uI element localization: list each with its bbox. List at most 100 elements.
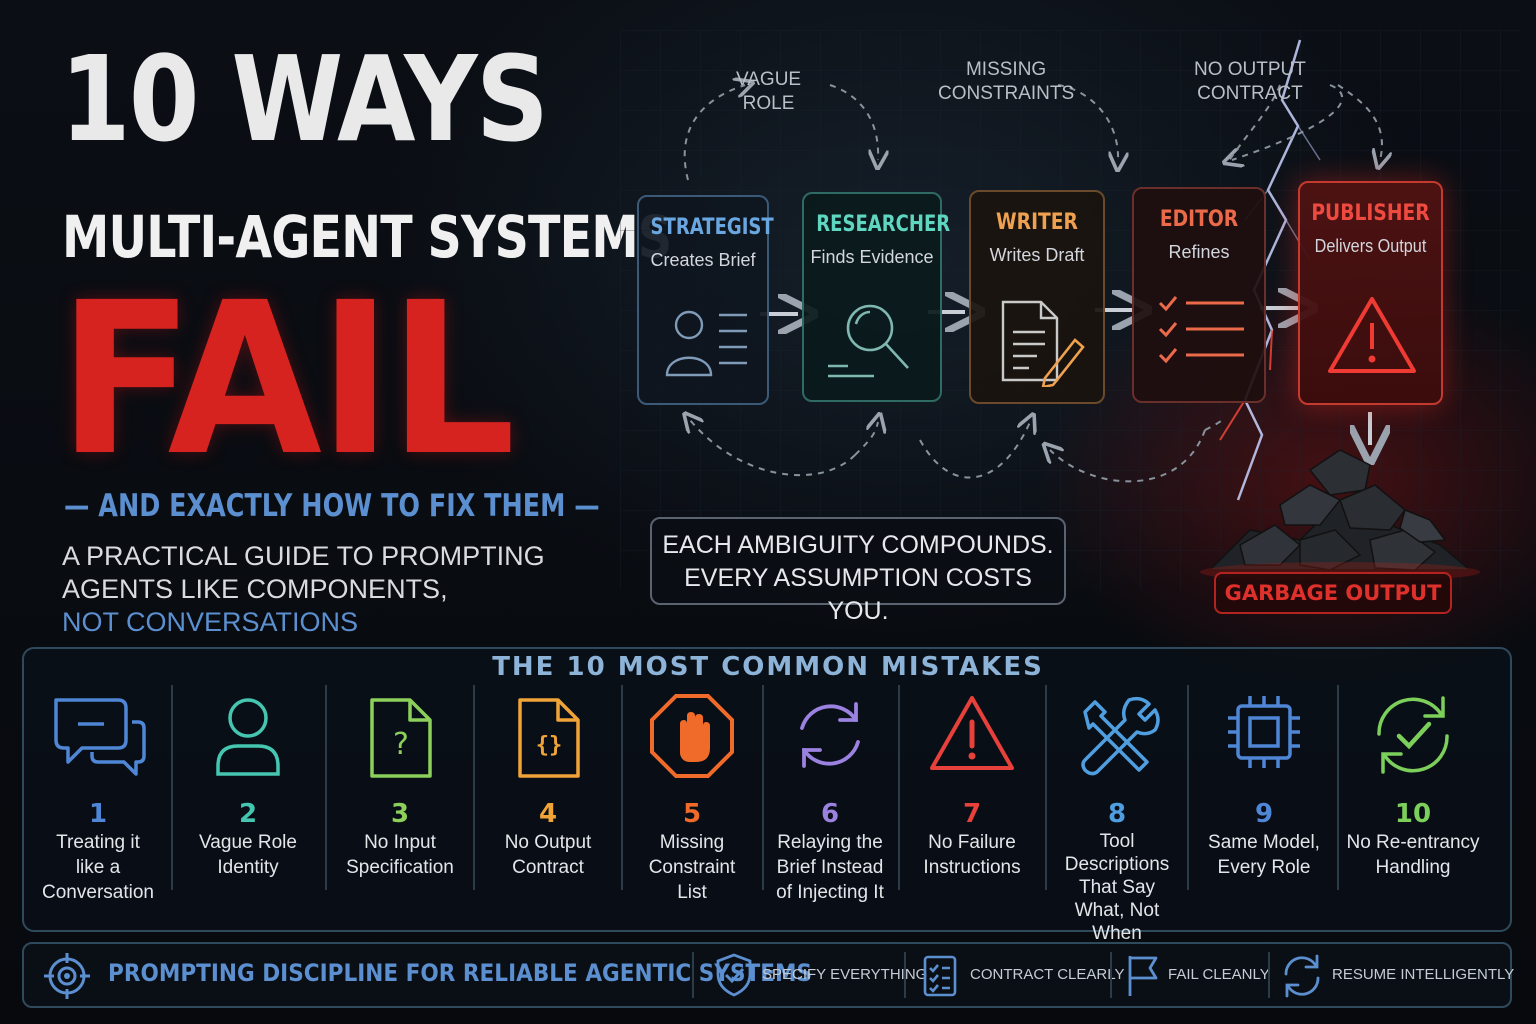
- subtitle: — AND EXACTLY HOW TO FIX THEM —: [64, 488, 600, 524]
- mistake-item-5: 5 Missing Constraint List: [624, 690, 760, 905]
- label-line: Every Role: [1217, 857, 1311, 878]
- warning-icon: [930, 696, 1014, 770]
- mistake-label: Treating it like a Conversation: [28, 830, 168, 905]
- label-line: Same Model,: [1208, 832, 1320, 853]
- mistakes-panel: [22, 647, 1512, 932]
- agent-title: RESEARCHER: [816, 212, 951, 237]
- label-no-output-contract: NO OUTPUT CONTRACT: [1194, 58, 1306, 106]
- clipboard-list-icon: [923, 955, 957, 997]
- label-line: Contract: [512, 857, 584, 878]
- mistake-label: No Output Contract: [478, 830, 618, 880]
- divider: [898, 685, 900, 890]
- agent-card-writer: WRITER Writes Draft: [969, 190, 1105, 404]
- divider: [1187, 685, 1189, 890]
- mistake-label: No Re-entrancy Handling: [1340, 830, 1486, 880]
- mistake-item-9: 9 Same Model, Every Role: [1192, 690, 1336, 880]
- mistake-item-10: 10 No Re-entrancy Handling: [1340, 690, 1486, 880]
- divider: [171, 685, 173, 890]
- mistake-number: 1: [88, 799, 108, 829]
- divider: [473, 685, 475, 890]
- label-line: CONSTRAINTS: [938, 83, 1075, 104]
- code-file-icon: {}: [518, 698, 580, 778]
- label-line: When: [1092, 923, 1142, 944]
- label-line: Instructions: [923, 857, 1021, 878]
- label-missing-constraints: MISSING CONSTRAINTS: [938, 58, 1074, 106]
- person-card-icon: [665, 310, 747, 377]
- mistake-item-2: 2 Vague Role Identity: [178, 690, 318, 880]
- label-line: Descriptions: [1064, 854, 1170, 875]
- footer-item-contract: CONTRACT CLEARLY: [970, 966, 1125, 983]
- warning-triangle-icon: [1328, 297, 1416, 373]
- agent-title: STRATEGIST: [650, 215, 774, 240]
- pipeline-connectors: [620, 50, 1420, 483]
- label-line: Relaying the: [777, 832, 883, 853]
- garbage-output-badge: GARBAGE OUTPUT: [1214, 572, 1452, 614]
- mistake-label: No Input Specification: [330, 830, 470, 880]
- magnifier-icon: [828, 304, 909, 378]
- ambiguity-callout: EACH AMBIGUITY COMPOUNDS. EVERY ASSUMPTI…: [650, 517, 1066, 625]
- checklist-icon: [1158, 296, 1244, 364]
- mistake-item-7: 7 No Failure Instructions: [902, 690, 1042, 880]
- guide-line-1: A PRACTICAL GUIDE TO PROMPTING: [62, 541, 545, 571]
- footer-item-resume: RESUME INTELLIGENTLY: [1332, 966, 1515, 983]
- agent-subtitle: Refines: [1168, 242, 1230, 262]
- mistake-item-3: ? 3 No Input Specification: [330, 690, 470, 880]
- shield-check-icon: [716, 953, 752, 997]
- mistake-number: 8: [1107, 799, 1127, 829]
- label-line: Handling: [1375, 857, 1451, 878]
- divider: [904, 952, 906, 998]
- agent-title: PUBLISHER: [1311, 201, 1430, 226]
- mistake-number: 3: [390, 799, 410, 829]
- label-line: Identity: [217, 857, 279, 878]
- footer-bar: [22, 942, 1512, 1008]
- label-line: No Output: [504, 832, 592, 853]
- label-line: No Re-entrancy: [1346, 832, 1480, 853]
- label-line: VAGUE: [736, 69, 802, 90]
- label-vague-role: VAGUE ROLE: [736, 68, 801, 116]
- agent-title: EDITOR: [1159, 207, 1239, 232]
- mistake-number: 9: [1254, 799, 1274, 829]
- agent-card-researcher: RESEARCHER Finds Evidence: [802, 192, 951, 402]
- mistake-item-4: {} 4 No Output Contract: [478, 690, 618, 880]
- label-line: Conversation: [42, 882, 154, 903]
- document-pencil-icon: [1001, 300, 1085, 387]
- label-line: ROLE: [742, 93, 795, 114]
- label-line: of Injecting It: [776, 882, 884, 903]
- guide-line-3: NOT CONVERSATIONS: [62, 607, 359, 637]
- label-line: Constraint: [648, 857, 736, 878]
- mistakes-heading: THE 10 MOST COMMON MISTAKES: [492, 652, 1044, 682]
- mistake-number: 5: [682, 799, 702, 829]
- agent-card-strategist: STRATEGIST Creates Brief: [637, 195, 774, 405]
- label-line: Treating it: [56, 832, 140, 853]
- label-line: That Say: [1078, 877, 1156, 898]
- label-line: What, Not: [1074, 900, 1160, 921]
- sync-icon: [1284, 954, 1320, 998]
- label-line: like a: [75, 857, 121, 878]
- mistake-label: Missing Constraint List: [624, 830, 760, 905]
- guide-line-2: AGENTS LIKE COMPONENTS,: [62, 574, 448, 604]
- callout-line-1: EACH AMBIGUITY COMPOUNDS.: [662, 531, 1054, 559]
- label-line: MISSING: [965, 59, 1047, 80]
- divider: [1110, 952, 1112, 998]
- mistake-label: Vague Role Identity: [178, 830, 318, 880]
- divider: [762, 685, 764, 890]
- divider: [325, 685, 327, 890]
- mistake-number: 4: [538, 799, 558, 829]
- mistake-item-6: 6 Relaying the Brief Instead of Injectin…: [762, 690, 898, 905]
- mistake-item-8: 8 Tool Descriptions That Say What, Not W…: [1048, 690, 1186, 945]
- agent-subtitle: Creates Brief: [650, 250, 756, 270]
- label-line: CONTRACT: [1197, 83, 1303, 104]
- label-line: NO OUTPUT: [1194, 59, 1306, 80]
- mistake-number: 10: [1394, 799, 1432, 829]
- chip-icon: [1228, 696, 1300, 768]
- divider: [1045, 685, 1047, 890]
- guide-text: A PRACTICAL GUIDE TO PROMPTING AGENTS LI…: [62, 540, 545, 639]
- title-line-3: FAIL: [58, 257, 516, 502]
- footer-tagline: PROMPTING DISCIPLINE FOR RELIABLE AGENTI…: [108, 959, 813, 987]
- label-line: Brief Instead: [776, 857, 884, 878]
- target-icon: [44, 953, 90, 999]
- label-line: Vague Role: [199, 832, 297, 853]
- footer-item-specify: SPECIFY EVERYTHING: [762, 966, 928, 983]
- agent-card-editor: EDITOR Refines: [1132, 187, 1266, 403]
- stop-hand-icon: [650, 694, 734, 778]
